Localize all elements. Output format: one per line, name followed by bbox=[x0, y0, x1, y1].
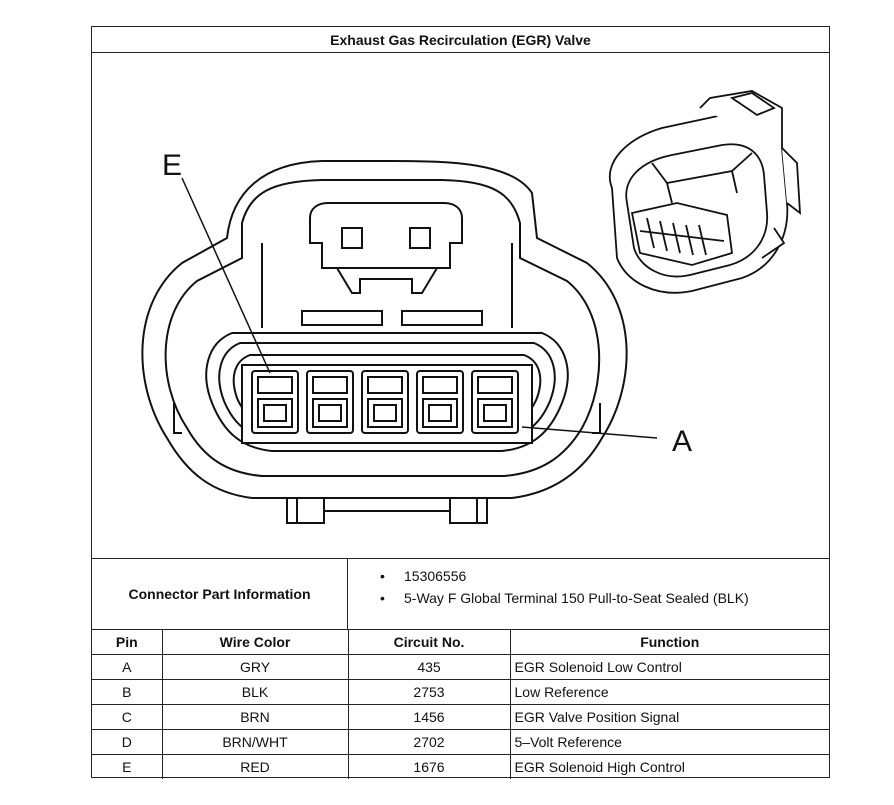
cell-circuit-no: 2753 bbox=[347, 679, 511, 705]
cell-function: EGR Solenoid Low Control bbox=[509, 654, 829, 680]
table-header-row: Pin Wire Color Circuit No. Function bbox=[92, 630, 829, 655]
cell-wire-color: BLK bbox=[161, 679, 349, 705]
part-info-item: •5-Way F Global Terminal 150 Pull-to-Sea… bbox=[348, 587, 749, 609]
housing-outline bbox=[141, 160, 628, 499]
cell-circuit-no: 435 bbox=[347, 654, 511, 680]
header-circuit-no: Circuit No. bbox=[347, 630, 511, 655]
page-title: Exhaust Gas Recirculation (EGR) Valve bbox=[92, 27, 829, 53]
connector-sheet: Exhaust Gas Recirculation (EGR) Valve bbox=[91, 26, 830, 779]
connector-drawing: E A bbox=[92, 53, 829, 558]
cell-function: Low Reference bbox=[509, 679, 829, 705]
cell-circuit-no: 2702 bbox=[347, 729, 511, 755]
header-wire-color: Wire Color bbox=[161, 630, 349, 655]
cell-pin: A bbox=[92, 654, 163, 680]
terminal-cavity-c bbox=[361, 370, 409, 434]
callout-e-label: E bbox=[162, 149, 182, 182]
cell-circuit-no: 1676 bbox=[347, 754, 511, 779]
terminal-cavity-e bbox=[251, 370, 299, 434]
cell-pin: B bbox=[92, 679, 163, 705]
connector-part-info: Connector Part Information •15306556 •5-… bbox=[92, 558, 829, 630]
callout-a-label: A bbox=[672, 425, 692, 458]
callout-e-leader bbox=[181, 177, 271, 374]
cell-pin: D bbox=[92, 729, 163, 755]
table-row: E RED 1676 EGR Solenoid High Control bbox=[92, 754, 829, 779]
table-row: C BRN 1456 EGR Valve Position Signal bbox=[92, 704, 829, 730]
bullet-icon: • bbox=[380, 568, 385, 584]
connector-perspective-image bbox=[609, 90, 802, 294]
cell-wire-color: BRN bbox=[161, 704, 349, 730]
cell-wire-color: RED bbox=[161, 754, 349, 779]
bullet-icon: • bbox=[380, 590, 385, 606]
part-info-item: •15306556 bbox=[348, 565, 749, 587]
cell-wire-color: GRY bbox=[161, 654, 349, 680]
table-row: A GRY 435 EGR Solenoid Low Control bbox=[92, 654, 829, 680]
housing-inner-outline bbox=[164, 179, 601, 477]
header-pin: Pin bbox=[92, 630, 163, 655]
cell-pin: C bbox=[92, 704, 163, 730]
pinout-table: Pin Wire Color Circuit No. Function A GR… bbox=[92, 630, 829, 779]
terminal-cavity-a bbox=[471, 370, 519, 434]
cell-function: EGR Valve Position Signal bbox=[509, 704, 829, 730]
connector-part-info-list: •15306556 •5-Way F Global Terminal 150 P… bbox=[348, 565, 749, 609]
terminal-cavity-b bbox=[416, 370, 464, 434]
latch bbox=[309, 202, 463, 294]
terminal-cavity-d bbox=[306, 370, 354, 434]
connector-face-diagram: E A bbox=[141, 90, 802, 524]
cell-function: EGR Solenoid High Control bbox=[509, 754, 829, 779]
table-row: B BLK 2753 Low Reference bbox=[92, 679, 829, 705]
header-function: Function bbox=[509, 630, 829, 655]
cell-pin: E bbox=[92, 754, 163, 779]
table-row: D BRN/WHT 2702 5–Volt Reference bbox=[92, 729, 829, 755]
cell-function: 5–Volt Reference bbox=[509, 729, 829, 755]
callout-a-leader bbox=[521, 426, 658, 439]
terminal-cavities bbox=[251, 370, 519, 434]
seal-ring-outer bbox=[205, 332, 569, 452]
connector-part-info-label: Connector Part Information bbox=[92, 559, 348, 629]
cell-wire-color: BRN/WHT bbox=[161, 729, 349, 755]
cell-circuit-no: 1456 bbox=[347, 704, 511, 730]
